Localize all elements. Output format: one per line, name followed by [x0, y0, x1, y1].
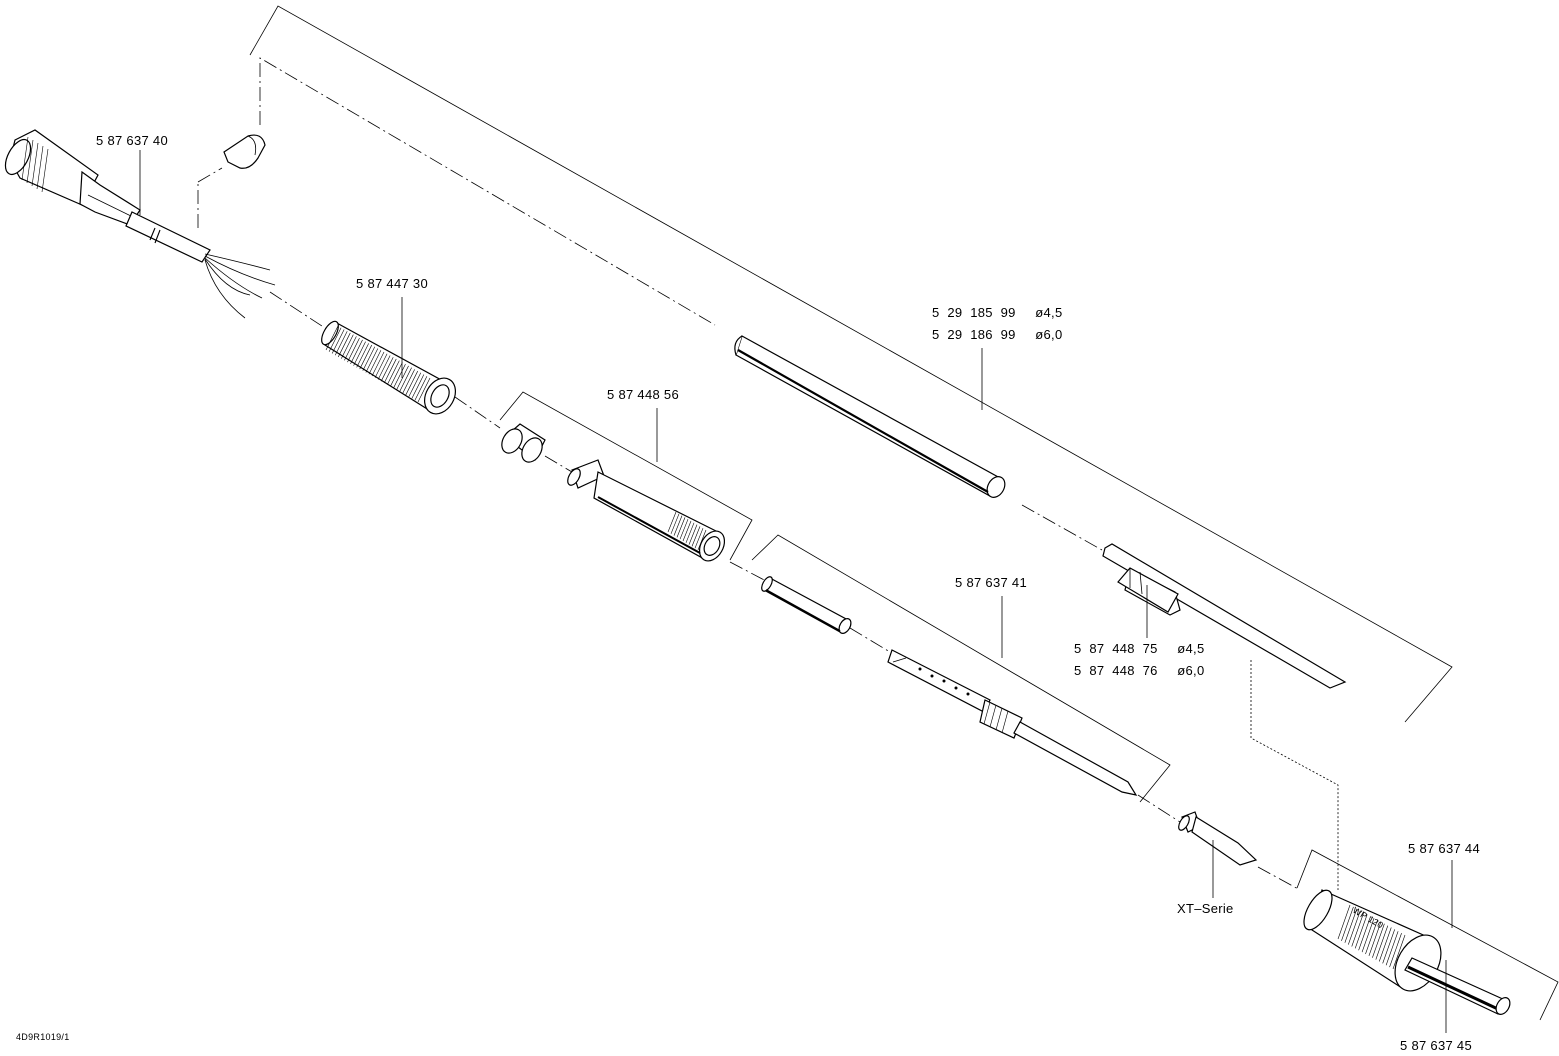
- label-tube-a: 5 29 185 99 ø4,5: [932, 305, 1062, 320]
- element-bracket: [751, 534, 1171, 803]
- leader-lines: [139, 150, 1453, 1033]
- ring-part: [501, 423, 546, 463]
- label-heater: 5 87 448 56: [607, 387, 679, 402]
- label-tube-b: 5 29 186 99 ø6,0: [932, 327, 1062, 342]
- label-element: 5 87 637 41: [955, 575, 1027, 590]
- threaded-sleeve-part: [321, 320, 457, 415]
- label-cable: 5 87 637 40: [96, 133, 168, 148]
- drawing-reference: 4D9R1019/1: [16, 1032, 70, 1042]
- grip-rod-part: [1404, 957, 1511, 1015]
- label-tip: XT–Serie: [1177, 901, 1234, 916]
- heating-element-part: [887, 649, 1138, 796]
- soldering-tip-part: [1178, 811, 1258, 866]
- small-tube-part: [761, 576, 852, 634]
- handle-bracket: [1296, 849, 1559, 1021]
- spring-clip-small: [223, 134, 266, 169]
- heater-bracket: [499, 391, 753, 561]
- heater-body-part: [567, 459, 726, 562]
- assembly-bracket: [249, 5, 1453, 723]
- label-clip-a: 5 87 448 75 ø4,5: [1074, 641, 1204, 656]
- label-clip-b: 5 87 448 76 ø6,0: [1074, 663, 1204, 678]
- tube-clip-part: [1102, 543, 1347, 689]
- label-grip: 5 87 637 45: [1400, 1038, 1472, 1053]
- long-tube-part: [734, 335, 1006, 498]
- connector-cable-part: [4, 129, 276, 319]
- centerlines: [197, 57, 1301, 891]
- clip-reference-line: [1250, 660, 1339, 890]
- handle-part: WP 120: [1303, 889, 1442, 992]
- label-sleeve: 5 87 447 30: [356, 276, 428, 291]
- label-handle: 5 87 637 44: [1408, 841, 1480, 856]
